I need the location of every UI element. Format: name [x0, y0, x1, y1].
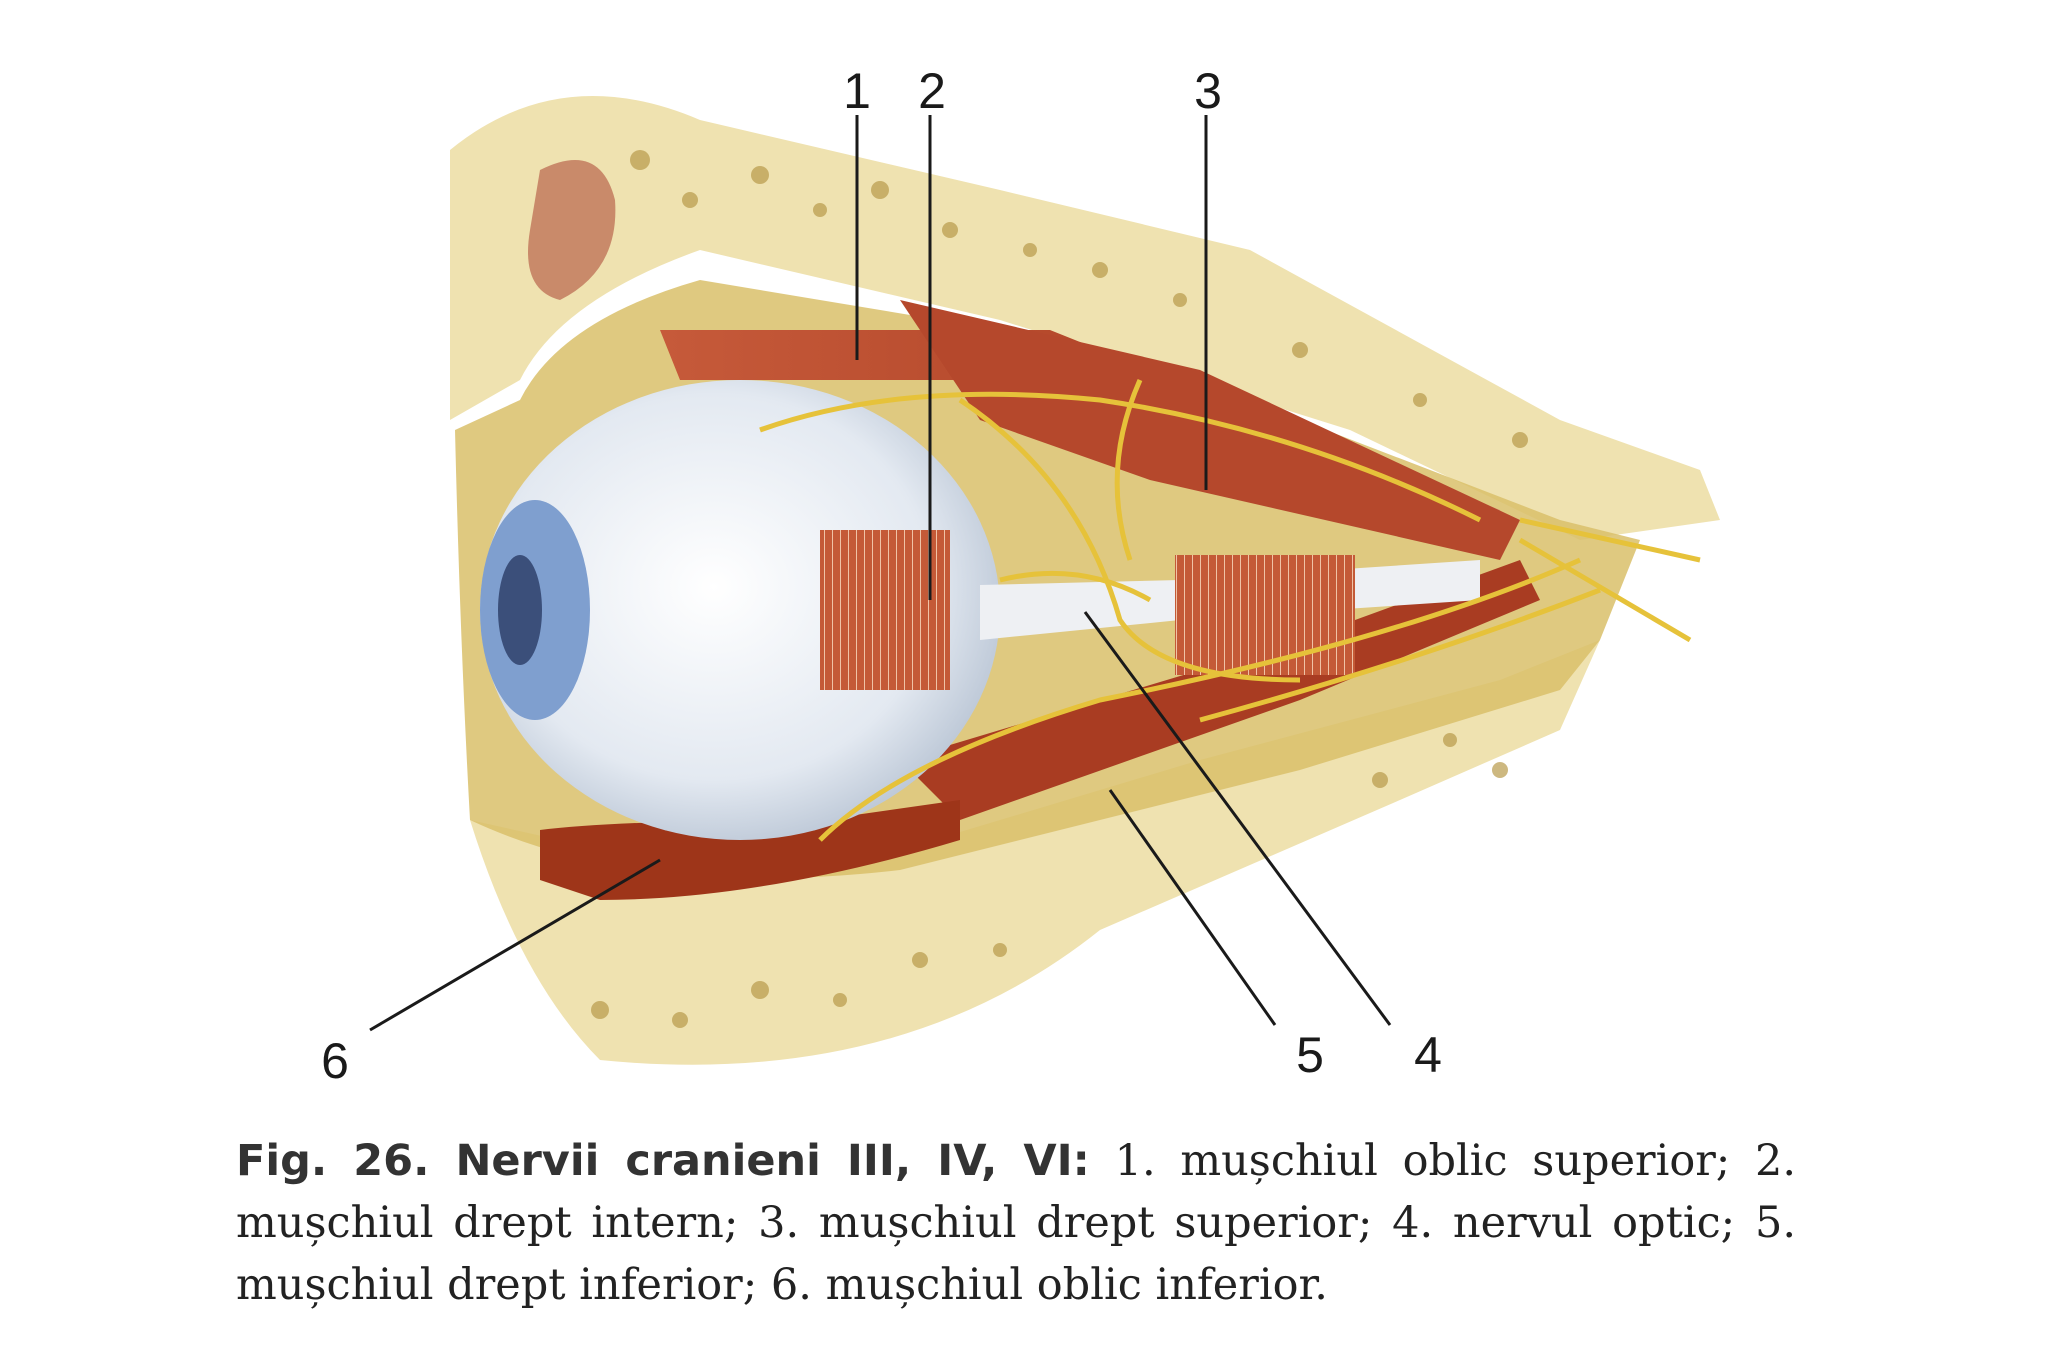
frontal-sinus [528, 160, 616, 300]
leader-4 [1083, 611, 1392, 1026]
caption-item-6: 6. mușchiul oblic inferior. [770, 1260, 1328, 1310]
medial-rectus-muscle [820, 530, 950, 690]
caption-item-5: 5. mușchiul drept inferior; [236, 1198, 1797, 1310]
callout-5: 5 [1296, 1027, 1324, 1083]
superior-rectus-muscle [900, 300, 1520, 560]
caption-item-4: 4. nervul optic; [1392, 1198, 1736, 1248]
callout-3: 3 [1194, 63, 1222, 119]
bone-pores [591, 150, 1528, 1028]
eyeball [480, 380, 1000, 840]
leader-5 [1108, 789, 1277, 1026]
nerves [759, 378, 1701, 842]
leader-lines [369, 115, 1392, 1032]
caption-label: Fig. 26. Nervii cranieni III, IV, VI: [236, 1136, 1090, 1186]
inferior-rectus-muscle [900, 560, 1540, 820]
callout-2: 2 [918, 63, 946, 119]
orbit-bone-upper [450, 96, 1720, 540]
caption-item-1: 1. mușchiul oblic superior; [1114, 1136, 1731, 1186]
callout-6: 6 [321, 1033, 349, 1089]
figure-caption: Fig. 26. Nervii cranieni III, IV, VI: 1.… [236, 1130, 1796, 1316]
muscle-cut-block [1175, 555, 1355, 675]
leader-6 [369, 858, 661, 1032]
callout-1: 1 [843, 63, 871, 119]
callout-4: 4 [1414, 1027, 1442, 1083]
caption-item-3: 3. mușchiul drept superior; [758, 1198, 1373, 1248]
inferior-oblique-muscle [540, 800, 960, 900]
caption-item-2: 2. mușchiul drept intern; [236, 1136, 1797, 1248]
pupil [498, 555, 542, 665]
